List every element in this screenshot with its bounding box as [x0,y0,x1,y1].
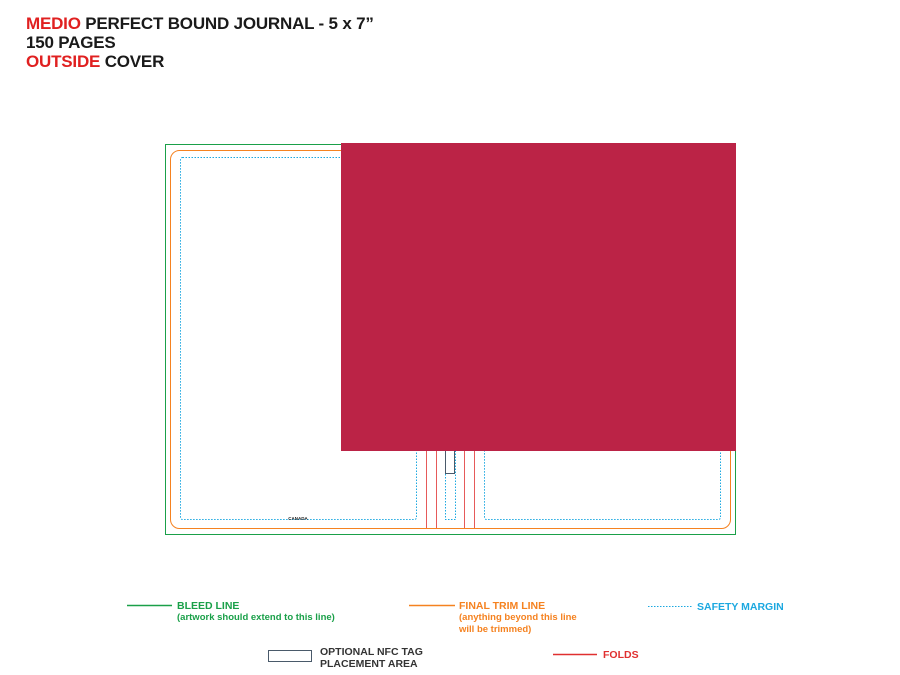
page-count: 150 PAGES [26,33,116,52]
cover-side-label: OUTSIDE [26,52,101,71]
product-name: PERFECT BOUND JOURNAL - 5 x 7” [80,14,374,33]
nfc-legend-label-1: OPTIONAL NFC TAG [320,646,423,658]
nfc-legend-label-2: PLACEMENT AREA [320,658,418,670]
trim-legend-note-2: will be trimmed) [459,624,532,635]
cover-side-title: OUTSIDE COVER [26,52,374,71]
title-block: MEDIO PERFECT BOUND JOURNAL - 5 x 7” 150… [26,14,374,71]
trim-legend-note-1: (anything beyond this line [459,612,577,623]
safety-margin-back [180,157,417,520]
back-cover-label: CANADA [288,516,308,521]
product-title: MEDIO PERFECT BOUND JOURNAL - 5 x 7” [26,14,374,33]
folds-legend-label: FOLDS [603,649,639,661]
trim-legend: FINAL TRIM LINE (anything beyond this li… [459,600,577,636]
safety-legend-label: SAFETY MARGIN [697,601,784,613]
product-size-label: MEDIO [26,14,81,33]
cover-label: COVER [100,52,165,71]
nfc-area-swatch [268,650,312,662]
bleed-legend-label: BLEED LINE [177,600,240,612]
folds-legend: FOLDS [603,649,639,661]
nfc-legend: OPTIONAL NFC TAG PLACEMENT AREA [320,646,423,670]
bleed-legend: BLEED LINE (artwork should extend to thi… [177,600,335,624]
cover-color-block [341,143,736,451]
bleed-legend-note: (artwork should extend to this line) [177,612,335,623]
safety-legend: SAFETY MARGIN [697,601,784,613]
trim-legend-label: FINAL TRIM LINE [459,600,546,612]
